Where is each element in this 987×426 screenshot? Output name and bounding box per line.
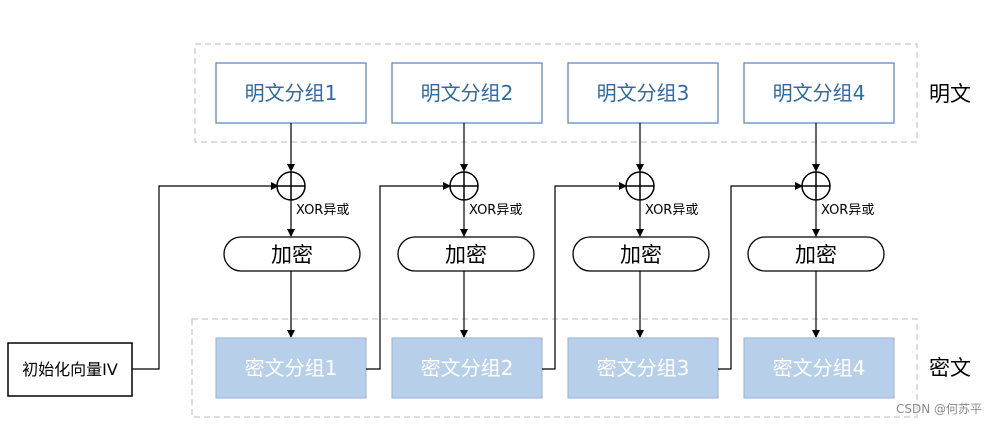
plaintext-block-2-label: 明文分组2 xyxy=(421,81,514,105)
ciphertext-row-label: 密文 xyxy=(929,356,971,380)
ciphertext-block-3-label: 密文分组3 xyxy=(597,356,690,380)
xor-label-1: XOR异或 xyxy=(296,203,349,218)
iv-to-xor1-line xyxy=(132,182,279,370)
ciphertext-block-4-label: 密文分组4 xyxy=(773,356,866,380)
plaintext-block-3-label: 明文分组3 xyxy=(597,81,690,105)
xor-label-4: XOR异或 xyxy=(821,203,874,218)
ciphertext-block-1-label: 密文分组1 xyxy=(245,356,338,380)
plaintext-block-2 xyxy=(391,62,543,124)
plaintext-block-1-label: 明文分组1 xyxy=(245,81,338,105)
encrypt-label-4: 加密 xyxy=(795,243,837,267)
ciphertext-block-2 xyxy=(391,337,543,399)
ciphertext-block-1 xyxy=(215,337,367,399)
xor-label-2: XOR异或 xyxy=(469,203,522,218)
xor-icon xyxy=(276,171,306,201)
encrypt-box-1 xyxy=(223,236,361,272)
ciphertext-block-4 xyxy=(743,337,895,399)
iv-label: 初始化向量IV xyxy=(22,360,118,379)
plaintext-row-label: 明文 xyxy=(929,82,971,106)
plaintext-block-4 xyxy=(743,62,895,124)
xor-icon xyxy=(625,171,655,201)
xor-icon xyxy=(449,171,479,201)
cipher2-to-xor3-line xyxy=(542,182,627,370)
ciphertext-block-3 xyxy=(567,337,719,399)
encrypt-label-2: 加密 xyxy=(445,243,487,267)
plaintext-group-frame xyxy=(194,43,918,143)
encrypt-label-1: 加密 xyxy=(271,243,313,267)
encrypt-label-3: 加密 xyxy=(620,243,662,267)
cipher3-to-xor4-line xyxy=(718,182,803,370)
encrypt-box-3 xyxy=(572,236,710,272)
xor-icon xyxy=(801,171,831,201)
iv-box xyxy=(7,342,133,397)
plaintext-block-3 xyxy=(567,62,719,124)
xor-label-3: XOR异或 xyxy=(645,203,698,218)
cipher1-to-xor2-line xyxy=(366,182,451,370)
encrypt-box-2 xyxy=(397,236,535,272)
watermark: CSDN @何苏平 xyxy=(896,402,982,416)
ciphertext-block-2-label: 密文分组2 xyxy=(421,356,514,380)
plaintext-block-1 xyxy=(215,62,367,124)
plaintext-block-4-label: 明文分组4 xyxy=(773,81,866,105)
